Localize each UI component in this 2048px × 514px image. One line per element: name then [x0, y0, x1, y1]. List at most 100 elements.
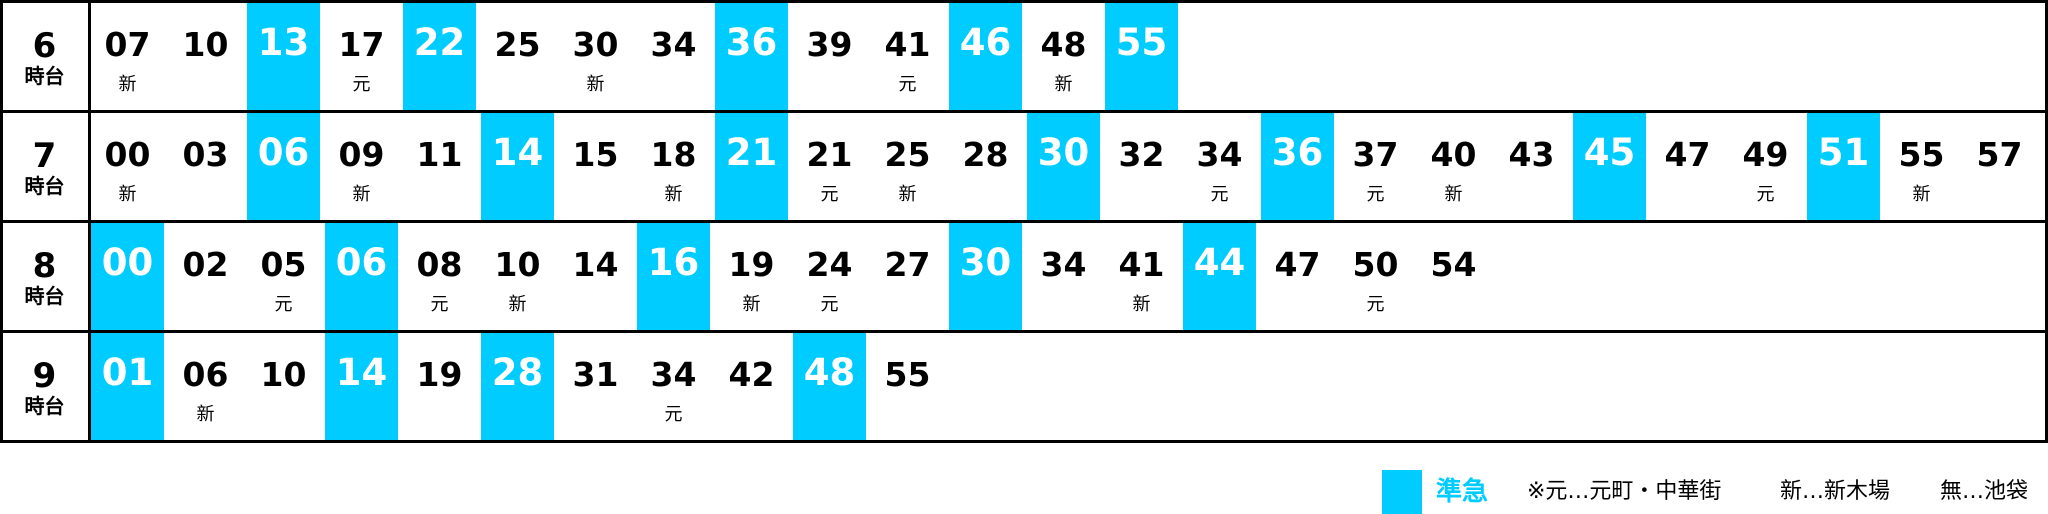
departure-minute: 16 [647, 241, 700, 284]
departure: 39 [793, 3, 866, 112]
departure: 47 [1651, 113, 1724, 222]
departure: 21 元 [793, 113, 866, 222]
destination-mark: 元 [352, 74, 371, 95]
express-departure: 01 [91, 333, 164, 442]
departure-minute: 11 [416, 135, 463, 174]
express-departure: 51 [1807, 113, 1880, 222]
express-departure: 06 [247, 113, 320, 222]
departure-minute: 24 [806, 245, 853, 284]
hour-number: 8 [32, 245, 57, 286]
row-divider [0, 440, 2048, 443]
departure: 47 [1261, 223, 1334, 332]
destination-mark: 新 [196, 404, 215, 425]
destination-mark: 元 [430, 294, 449, 315]
departure-minute: 51 [1817, 131, 1870, 174]
express-departure: 22 [403, 3, 476, 112]
destination-mark: 新 [118, 184, 137, 205]
legend-note-shinkiba: 新…新木場 [1780, 479, 1891, 504]
departure-minute: 34 [1196, 135, 1243, 174]
departure-minute: 45 [1583, 131, 1636, 174]
departure-minute: 14 [491, 131, 544, 174]
destination-mark: 新 [1132, 294, 1151, 315]
departure-minute: 06 [182, 355, 229, 394]
departure-minute: 39 [806, 25, 853, 64]
express-swatch [1382, 470, 1422, 514]
departure-minute: 55 [1115, 21, 1168, 64]
departure: 11 [403, 113, 476, 222]
departure: 25 [481, 3, 554, 112]
departure: 10 [169, 3, 242, 112]
departure-minute: 21 [725, 131, 778, 174]
express-departure: 48 [793, 333, 866, 442]
express-departure: 21 [715, 113, 788, 222]
departure: 19 [403, 333, 476, 442]
destination-mark: 新 [118, 74, 137, 95]
departure-minute: 06 [335, 241, 388, 284]
hour-suffix: 時台 [24, 173, 65, 198]
departure: 10 [247, 333, 320, 442]
express-departure: 14 [325, 333, 398, 442]
departure-minute: 21 [806, 135, 853, 174]
departure-minute: 14 [335, 351, 388, 394]
destination-mark: 元 [820, 184, 839, 205]
departure: 41 新 [1105, 223, 1178, 332]
departure-minute: 28 [491, 351, 544, 394]
departure-minute: 40 [1430, 135, 1477, 174]
departure-minute: 10 [494, 245, 541, 284]
departure-minute: 18 [650, 135, 697, 174]
departure-minute: 47 [1274, 245, 1321, 284]
departure-minute: 47 [1664, 135, 1711, 174]
express-departure: 36 [1261, 113, 1334, 222]
departure-minute: 22 [413, 21, 466, 64]
departure-minute: 42 [728, 355, 775, 394]
departure: 34 [637, 3, 710, 112]
destination-mark: 新 [1054, 74, 1073, 95]
departure-minute: 34 [650, 25, 697, 64]
departure-minute: 30 [959, 241, 1012, 284]
departure-minute: 49 [1742, 135, 1789, 174]
express-departure: 45 [1573, 113, 1646, 222]
departure-minute: 06 [257, 131, 310, 174]
express-departure: 44 [1183, 223, 1256, 332]
destination-mark: 新 [1912, 184, 1931, 205]
departure-minute: 32 [1118, 135, 1165, 174]
departure-minute: 28 [962, 135, 1009, 174]
departure-minute: 10 [260, 355, 307, 394]
departure: 55 [871, 333, 944, 442]
departure-minute: 05 [260, 245, 307, 284]
departure-minute: 08 [416, 245, 463, 284]
departure: 42 [715, 333, 788, 442]
departure-minute: 41 [884, 25, 931, 64]
destination-mark: 元 [1210, 184, 1229, 205]
row-divider [0, 330, 2048, 333]
departure: 34 [1027, 223, 1100, 332]
destination-mark: 元 [820, 294, 839, 315]
departure-minute: 41 [1118, 245, 1165, 284]
departure: 43 [1495, 113, 1568, 222]
departure-minute: 14 [572, 245, 619, 284]
departure-minute: 36 [1271, 131, 1324, 174]
express-departure: 55 [1105, 3, 1178, 112]
express-departure: 16 [637, 223, 710, 332]
hour-suffix: 時台 [24, 63, 65, 88]
hour-suffix: 時台 [24, 393, 65, 418]
hour-number: 9 [32, 355, 57, 396]
departure-minute: 55 [884, 355, 931, 394]
destination-mark: 新 [742, 294, 761, 315]
row-divider [0, 220, 2048, 223]
